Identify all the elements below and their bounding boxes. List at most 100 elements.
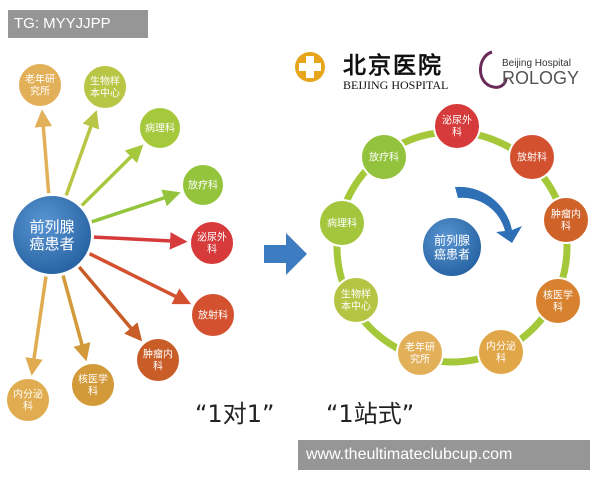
left-spoke-arrows xyxy=(25,109,192,376)
department-circle xyxy=(138,106,182,150)
department-circle xyxy=(508,133,556,181)
department-circle xyxy=(82,64,128,110)
node-label-line: 放射科 xyxy=(517,151,547,164)
spoke-arrow xyxy=(25,276,48,376)
department-circle xyxy=(332,276,380,324)
node-label-line: 泌尿外 xyxy=(197,231,227,244)
node-label-line: 核医学 xyxy=(78,373,108,386)
node-label-line: 放射科 xyxy=(198,309,228,322)
urology-mark-icon xyxy=(479,50,508,89)
department-circle xyxy=(181,163,225,207)
department-circle xyxy=(17,62,63,108)
node-label-line: 老年研 xyxy=(405,341,435,354)
node-label-line: 放疗科 xyxy=(188,179,218,192)
transition-arrow xyxy=(264,233,307,275)
node-label-line: 肿瘤内 xyxy=(143,348,173,361)
spoke-arrow xyxy=(80,144,144,207)
node-label-line: 泌尿外 xyxy=(442,114,472,127)
rotation-arrow xyxy=(455,186,522,243)
department-circle xyxy=(189,220,235,266)
spoke-arrow xyxy=(93,232,188,250)
urology-big-text: ROLOGY xyxy=(502,68,579,88)
hospital-name-en: BEIJING HOSPITAL xyxy=(343,78,448,92)
node-label-line: 放疗科 xyxy=(369,151,399,164)
department-circle xyxy=(135,337,181,383)
department-circle xyxy=(396,329,444,377)
spoke-arrow xyxy=(64,110,100,197)
department-node: 放射科 xyxy=(190,292,236,338)
node-label-line: 癌患者 xyxy=(29,235,74,253)
node-label-line: 前列腺 xyxy=(434,232,470,247)
department-node: 病理科 xyxy=(138,106,182,150)
watermark-top: TG: MYYJJPP xyxy=(8,10,148,38)
node-label-line: 究所 xyxy=(30,85,50,98)
node-label-line: 内分泌 xyxy=(13,388,43,401)
spoke-arrow xyxy=(88,252,192,305)
node-label-line: 病理科 xyxy=(327,217,357,230)
node-label-line: 前列腺 xyxy=(29,218,74,236)
node-label-line: 生物样 xyxy=(341,288,371,301)
department-node: 放射科 xyxy=(508,133,556,181)
department-circle xyxy=(190,292,236,338)
node-label-line: 核医学 xyxy=(543,289,573,302)
left-caption: “1对1” xyxy=(195,400,274,428)
spoke-arrow xyxy=(77,265,143,342)
department-circle xyxy=(534,277,582,325)
node-label-line: 本中心 xyxy=(90,87,120,100)
node-label-line: 病理科 xyxy=(145,122,175,135)
right-caption: “1站式” xyxy=(326,400,414,428)
node-label-line: 科 xyxy=(23,400,33,413)
node-label-line: 肿瘤内 xyxy=(551,208,581,221)
node-label-line: 科 xyxy=(207,243,217,256)
department-circle xyxy=(70,362,116,408)
node-label-line: 科 xyxy=(553,301,563,314)
watermark-bottom: www.theultimateclubcup.com xyxy=(298,440,590,470)
node-label-line: 究所 xyxy=(410,353,430,366)
department-circle xyxy=(477,328,525,376)
node-label-line: 内分泌 xyxy=(486,340,516,353)
department-circle xyxy=(318,199,366,247)
department-node: 放疗科 xyxy=(181,163,225,207)
spoke-arrow xyxy=(91,189,181,224)
node-label-line: 老年研 xyxy=(25,73,55,86)
urology-logo: Beijing Hospital ROLOGY xyxy=(479,50,579,89)
node-label-line: 生物样 xyxy=(90,75,120,88)
department-circle xyxy=(5,377,51,423)
department-circle xyxy=(360,133,408,181)
node-label-line: 科 xyxy=(561,220,571,233)
hospital-name-cn: 北京医院 xyxy=(343,52,443,79)
department-circle xyxy=(433,102,481,150)
node-label-line: 科 xyxy=(496,352,506,365)
node-label-line: 本中心 xyxy=(341,300,371,313)
node-label-line: 科 xyxy=(452,126,462,139)
beijing-hospital-logo: 北京医院 BEIJING HOSPITAL xyxy=(295,52,448,92)
spoke-arrow xyxy=(61,275,91,362)
node-label-line: 科 xyxy=(153,360,163,373)
spoke-arrow xyxy=(34,109,53,194)
urology-small-text: Beijing Hospital xyxy=(502,58,571,69)
node-label-line: 科 xyxy=(88,385,98,398)
department-circle xyxy=(542,196,590,244)
patient-circle xyxy=(421,216,483,278)
node-label-line: 癌患者 xyxy=(434,246,470,261)
department-node: 病理科 xyxy=(318,199,366,247)
patient-circle xyxy=(11,194,93,276)
department-node: 放疗科 xyxy=(360,133,408,181)
